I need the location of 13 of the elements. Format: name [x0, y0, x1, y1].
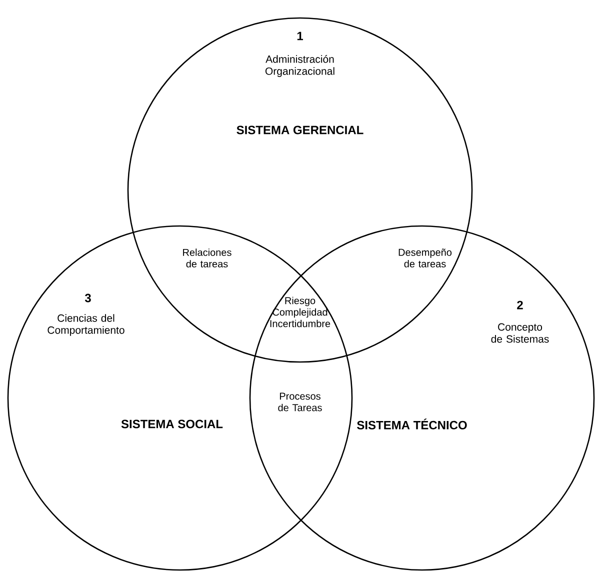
circle-subtitle: Concepto de Sistemas	[491, 323, 549, 343]
region-label: Relaciones de tareas	[183, 248, 232, 268]
circle-heading: SISTEMA GERENCIAL	[236, 126, 364, 134]
circle-subtitle: Ciencias del Comportamiento	[48, 314, 124, 336]
region-label: Procesos de Tareas	[278, 392, 322, 412]
region-label: Desempeño de tareas	[398, 248, 452, 268]
region-label: Riesgo Complejidad Incertidumbre	[270, 296, 330, 328]
circle-subtitle: Administración Organizacional	[265, 55, 334, 77]
circle-number: 1	[297, 32, 303, 40]
circle-heading: SISTEMA SOCIAL	[121, 420, 223, 428]
circle-number: 3	[84, 294, 91, 302]
circle-heading: SISTEMA TÉCNICO	[357, 418, 467, 430]
circle-number: 2	[517, 300, 523, 310]
